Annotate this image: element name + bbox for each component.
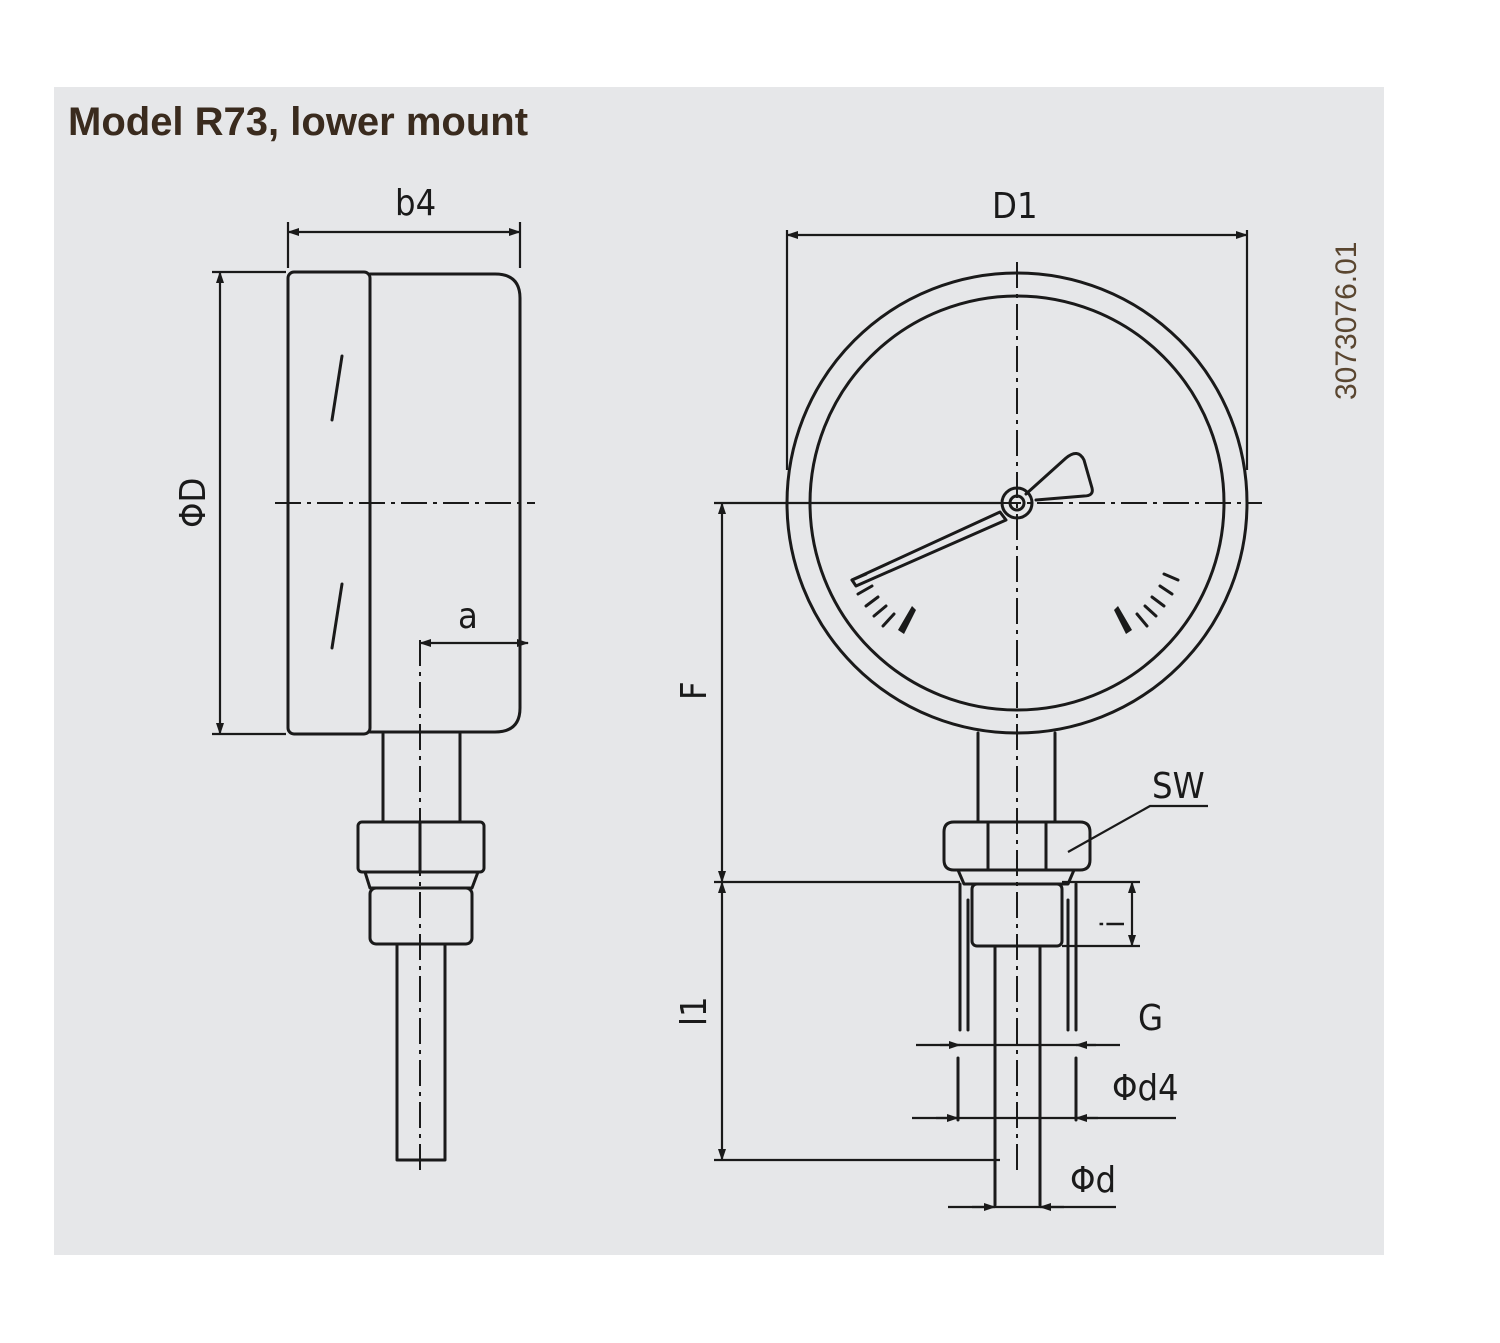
- label-phid: Φd: [1070, 1160, 1116, 1201]
- label-SW: SW: [1152, 766, 1205, 807]
- label-D1: D1: [992, 186, 1038, 227]
- label-G: G: [1138, 998, 1163, 1039]
- label-a: a: [458, 596, 478, 637]
- glass-reflection: [330, 354, 344, 422]
- page-title: Model R73, lower mount: [68, 100, 529, 144]
- document-number: 3073076.01: [1330, 242, 1363, 401]
- scale-ticks-right: [1114, 572, 1180, 634]
- front-hex-nut: [942, 820, 1092, 872]
- label-l1: l1: [674, 996, 715, 1026]
- pointer: [850, 452, 1094, 588]
- side-view: [212, 222, 535, 1172]
- glass-reflection: [330, 582, 344, 650]
- label-phiD: ΦD: [173, 478, 214, 528]
- label-phid4: Φd4: [1112, 1068, 1179, 1109]
- front-threaded-fitting: [970, 882, 1064, 948]
- scale-ticks-left: [850, 572, 916, 634]
- label-i: i: [1094, 920, 1132, 928]
- label-F: F: [674, 681, 715, 700]
- label-b4: b4: [395, 183, 436, 224]
- leader-SW: [1067, 804, 1208, 853]
- front-view: [714, 230, 1262, 1211]
